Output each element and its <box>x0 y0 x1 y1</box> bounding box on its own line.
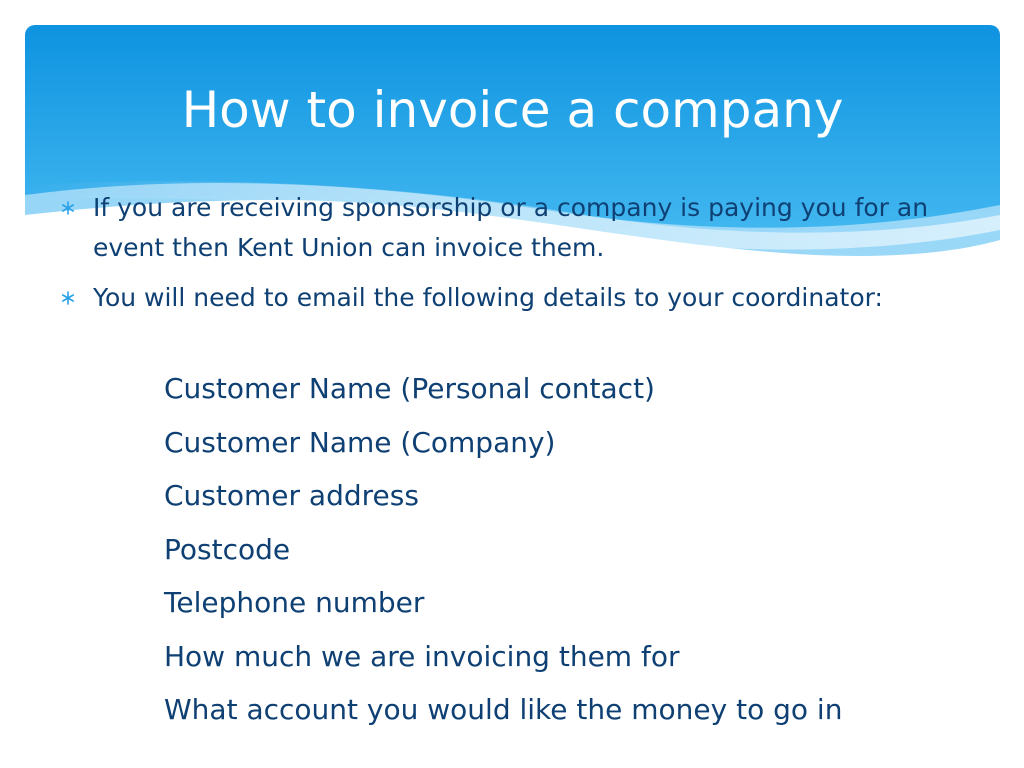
detail-customer-name-personal: Customer Name (Personal contact) <box>164 372 655 405</box>
bullet-list: If you are receiving sponsorship or a co… <box>56 188 961 318</box>
detail-list: Customer Name (Personal contact) Custome… <box>164 362 984 737</box>
detail-customer-address: Customer address <box>164 479 419 512</box>
detail-account: What account you would like the money to… <box>164 693 843 726</box>
detail-postcode: Postcode <box>164 532 291 566</box>
asterisk-bullet-icon <box>61 291 74 305</box>
bullet-text: If you are receiving sponsorship or a co… <box>93 193 929 262</box>
detail-invoice-amount: How much we are invoicing them for <box>164 639 680 673</box>
bullet-item: You will need to email the following det… <box>56 278 961 318</box>
slide-title: How to invoice a company <box>181 81 844 139</box>
bullet-text: You will need to email the following det… <box>93 283 883 312</box>
detail-telephone-number: Telephone number <box>164 586 425 619</box>
bullet-item: If you are receiving sponsorship or a co… <box>56 188 961 268</box>
header-band <box>25 25 1000 285</box>
asterisk-bullet-icon <box>61 201 74 215</box>
header-background <box>25 25 1000 285</box>
detail-customer-name-company: Customer Name (Company) <box>164 425 556 459</box>
